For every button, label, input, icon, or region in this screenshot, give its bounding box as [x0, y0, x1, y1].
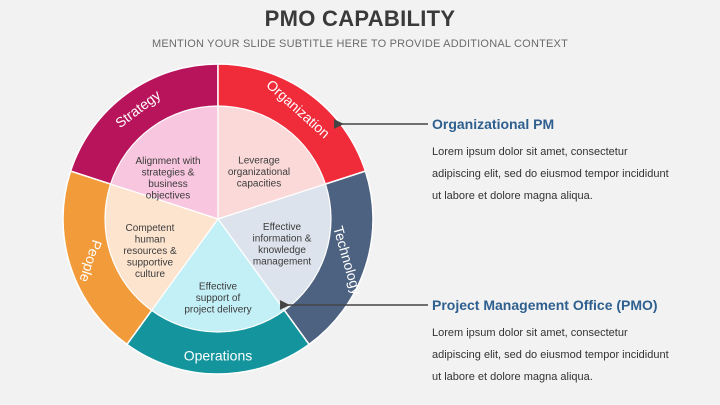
callout-organizational-pm: Organizational PM Lorem ipsum dolor sit …: [432, 116, 712, 207]
callout-title: Organizational PM: [432, 116, 555, 132]
callout-text: Lorem ipsum dolor sit amet, consectetur …: [432, 146, 669, 202]
inner-segment-2: [217, 105, 327, 220]
inner-segment-5: [104, 183, 219, 312]
callout-title: Project Management Office (PMO): [432, 297, 658, 313]
inner-segment-4: [150, 217, 286, 333]
callout-text: Lorem ipsum dolor sit amet, consectetur …: [432, 327, 669, 383]
inner-segment-1: [109, 105, 219, 220]
inner-ring: [104, 105, 332, 333]
slide-subtitle: MENTION YOUR SLIDE SUBTITLE HERE TO PROV…: [151, 38, 568, 50]
slide-title: PMO CAPABILITY: [264, 6, 456, 31]
segment-label-operations: Operations: [184, 348, 252, 364]
callout-pmo: Project Management Office (PMO) Lorem ip…: [432, 297, 712, 388]
inner-segment-3: [217, 183, 332, 312]
